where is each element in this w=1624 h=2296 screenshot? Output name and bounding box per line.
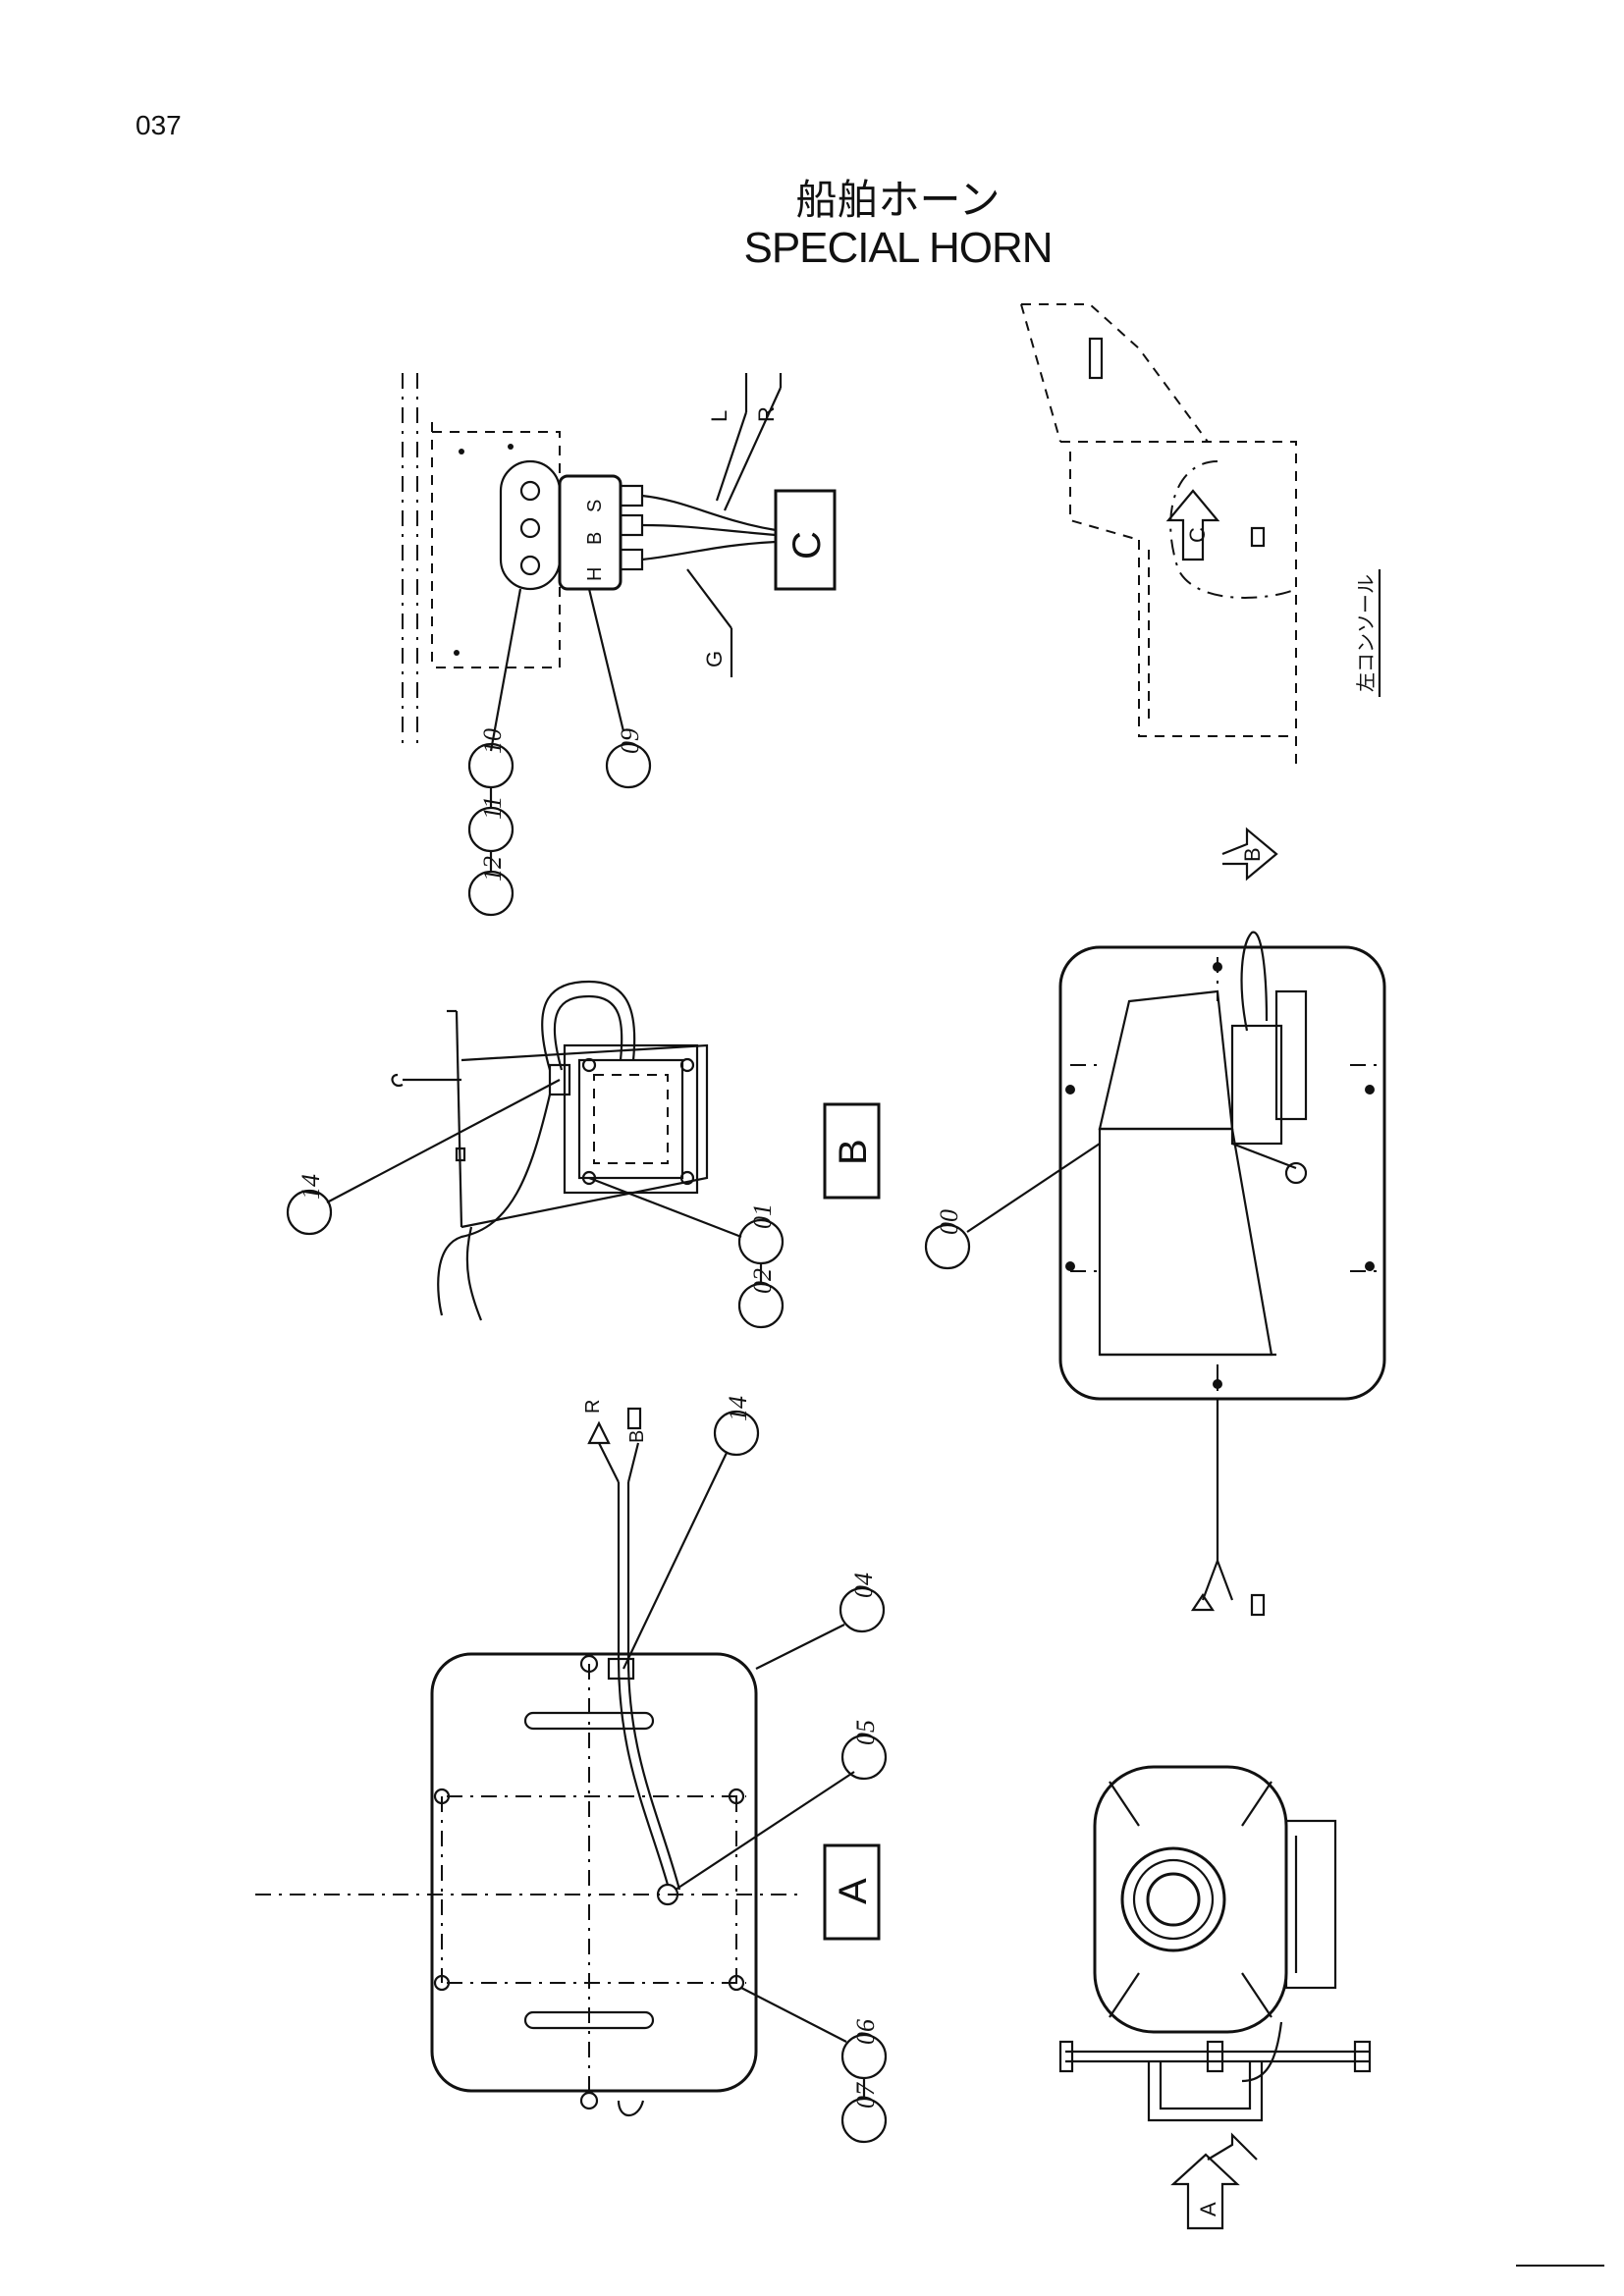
view-marker-b: B: [1240, 847, 1265, 862]
page-number: 037: [135, 110, 182, 140]
view-label-c: C: [785, 531, 829, 560]
callout-14-lower: 14: [713, 1396, 760, 1457]
view-label-b: B: [832, 1139, 875, 1165]
part-number-06: 06: [851, 2019, 880, 2045]
part-number-05: 05: [851, 1720, 880, 1745]
horn-view-b: [1058, 827, 1386, 1617]
part-number-12: 12: [478, 856, 507, 881]
callout-00: 00: [924, 1209, 971, 1270]
callout-04: 04: [839, 1573, 886, 1633]
title-japanese: 船舶ホーン: [795, 176, 1001, 224]
part-number-00: 00: [935, 1209, 963, 1235]
view-label-a: A: [832, 1878, 875, 1904]
part-number-14-lower: 14: [724, 1396, 752, 1421]
part-number-10: 10: [478, 728, 507, 754]
view-marker-c: C: [1185, 527, 1210, 543]
part-number-09: 09: [616, 728, 644, 754]
wire-label-g: G: [702, 651, 727, 667]
callout-01: 01: [737, 1203, 785, 1265]
callout-10: 10: [467, 728, 514, 789]
callout-09: 09: [605, 728, 652, 789]
part-number-04: 04: [849, 1573, 878, 1598]
wire-label-b2: B: [626, 1430, 648, 1443]
callout-14-upper: 14: [286, 1174, 333, 1236]
bracket-detail: [391, 980, 709, 1321]
horn-front-view: [1058, 1765, 1372, 2230]
view-label-b-box: [823, 1102, 881, 1200]
part-number-14-upper: 14: [297, 1174, 325, 1200]
part-number-01: 01: [748, 1203, 777, 1229]
console-outline: [1020, 303, 1297, 766]
part-number-02: 02: [748, 1268, 777, 1294]
wire-label-l: L: [707, 410, 731, 422]
title-english: SPECIAL HORN: [743, 224, 1053, 272]
callout-12: 12: [467, 856, 514, 917]
view-marker-a: A: [1196, 2202, 1220, 2216]
wire-label-r2: R: [582, 1400, 604, 1414]
callout-05: 05: [840, 1720, 888, 1781]
view-label-a-box: [823, 1843, 881, 1941]
bottom-rule: [1516, 2265, 1604, 2267]
terminal-label-s: S: [584, 500, 606, 512]
callout-02: 02: [737, 1268, 785, 1329]
console-label: 左コンソール: [1354, 574, 1378, 692]
mounting-plate-view-a: [255, 1407, 805, 2117]
terminal-label-b: B: [584, 532, 606, 545]
part-number-07: 07: [851, 2082, 880, 2109]
callout-06: 06: [840, 2019, 888, 2080]
callout-07: 07: [840, 2082, 888, 2144]
wire-label-r: R: [754, 406, 779, 422]
terminal-label-h: H: [584, 567, 606, 581]
callout-11: 11: [467, 796, 514, 853]
part-number-11: 11: [478, 796, 507, 820]
relay-assembly: [402, 373, 837, 752]
